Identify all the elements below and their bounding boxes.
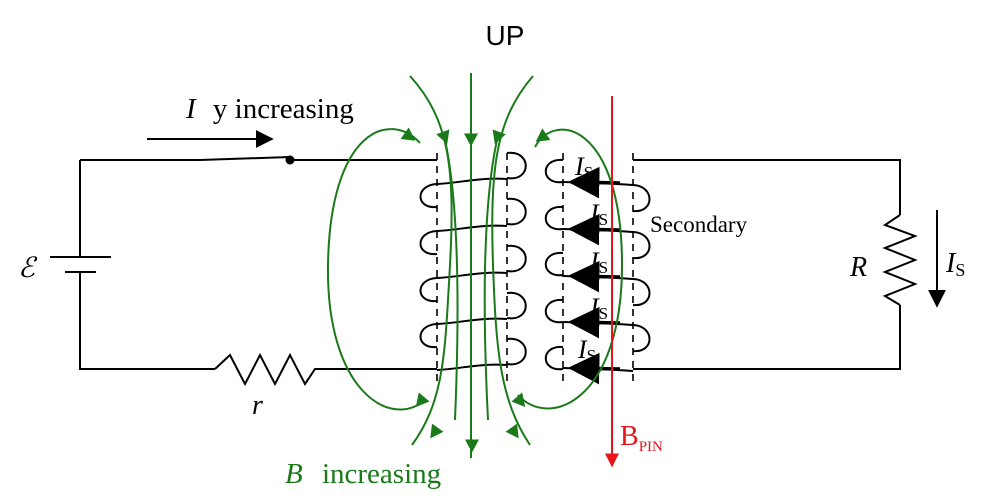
- secondary-turn-left-loop: [544, 345, 564, 371]
- field-arrowhead: [505, 423, 519, 439]
- induced-current-symbol: I: [589, 199, 600, 228]
- induced-current-label: IS: [574, 152, 593, 182]
- primary-turn-left-loop: [419, 277, 438, 303]
- field-arrowhead: [492, 129, 506, 145]
- internal-resistor-label: r: [252, 390, 263, 421]
- primary-circuit: [50, 155, 437, 387]
- primary-current-symbol: I: [185, 93, 197, 125]
- secondary-turn-right-loop: [632, 231, 651, 260]
- field-arrowhead: [511, 392, 526, 407]
- primary-turn-left-loop: [419, 230, 438, 256]
- field-line-inner-right: [491, 75, 534, 446]
- field-arrowhead: [535, 128, 551, 142]
- field-arrowhead: [436, 129, 450, 145]
- primary-turn-left-loop: [419, 183, 438, 209]
- primary-turn-right-loop: [506, 244, 527, 273]
- secondary-current-subscript: S: [955, 260, 965, 280]
- primary-turn-right-loop: [506, 151, 527, 180]
- field-line-mid-right: [483, 139, 498, 421]
- primary-turn-right-loop: [506, 197, 527, 226]
- secondary-turn-right-loop: [632, 184, 651, 213]
- induced-current-symbol: I: [589, 247, 600, 276]
- secondary-bottom-wire: [633, 305, 901, 370]
- field-line-left-loop: [326, 128, 426, 411]
- magnetic-field-lines: [326, 73, 624, 458]
- induced-current-subscript: S: [599, 304, 608, 323]
- secondary-top-wire: [633, 159, 901, 215]
- field-line-mid-left: [444, 139, 459, 421]
- secondary-turn-left-loop: [544, 251, 564, 277]
- field-line-inner-left: [409, 75, 453, 446]
- induced-current-label: IS: [577, 335, 596, 365]
- pin-field-subscript: PIN: [639, 439, 663, 455]
- secondary-turn-left-loop: [544, 298, 564, 324]
- induced-current-symbol: I: [574, 152, 585, 181]
- induced-current-subscript: S: [587, 346, 596, 365]
- load-resistor: [882, 214, 918, 306]
- induced-current-label: IS: [589, 199, 608, 229]
- field-arrowhead: [464, 133, 478, 147]
- primary-current-label: I y increasing: [185, 93, 354, 125]
- pin-field-symbol: B: [620, 421, 639, 452]
- field-symbol: B: [285, 458, 303, 490]
- induced-current-symbol: I: [589, 293, 600, 322]
- internal-resistor: [214, 352, 437, 387]
- primary-left-wire-bottom: [79, 272, 215, 370]
- secondary-current-symbol: I: [945, 248, 957, 279]
- field-line-right-loop: [517, 128, 624, 410]
- secondary-label: Secondary: [650, 212, 748, 237]
- primary-turn-right-loop: [506, 337, 527, 366]
- emf-label: ℰ: [18, 253, 38, 284]
- field-arrowhead: [400, 127, 416, 141]
- induced-current-label: IS: [589, 293, 608, 323]
- secondary-current-label: IS: [945, 248, 965, 280]
- primary-turn-left-loop: [419, 323, 438, 349]
- field-label: B increasing: [285, 458, 441, 490]
- field-text: increasing: [322, 458, 441, 490]
- primary-current-text: y increasing: [213, 93, 354, 125]
- field-arrowhead: [465, 439, 479, 453]
- field-arrowhead: [415, 392, 430, 407]
- secondary-turn-right-loop: [632, 324, 651, 353]
- primary-coil: [419, 151, 527, 382]
- secondary-circuit: [633, 159, 918, 370]
- field-arrowheads: [400, 127, 551, 453]
- secondary-turn-right-loop: [632, 278, 651, 307]
- primary-turn-right-loop: [506, 291, 527, 320]
- induced-current-subscript: S: [599, 210, 608, 229]
- induced-current-subscript: S: [584, 163, 593, 182]
- pin-field-label: BPIN: [620, 421, 663, 455]
- induced-current-label: IS: [589, 247, 608, 277]
- load-resistor-label: R: [849, 252, 867, 283]
- induced-current-subscript: S: [599, 258, 608, 277]
- title-up: UP: [486, 20, 525, 51]
- induced-current-symbol: I: [577, 335, 588, 364]
- primary-top-wire-left: [79, 159, 200, 256]
- switch-blade: [199, 156, 291, 161]
- field-arrowhead: [430, 423, 444, 439]
- secondary-turn-left-loop: [544, 205, 564, 231]
- secondary-turn-left-loop: [544, 158, 564, 184]
